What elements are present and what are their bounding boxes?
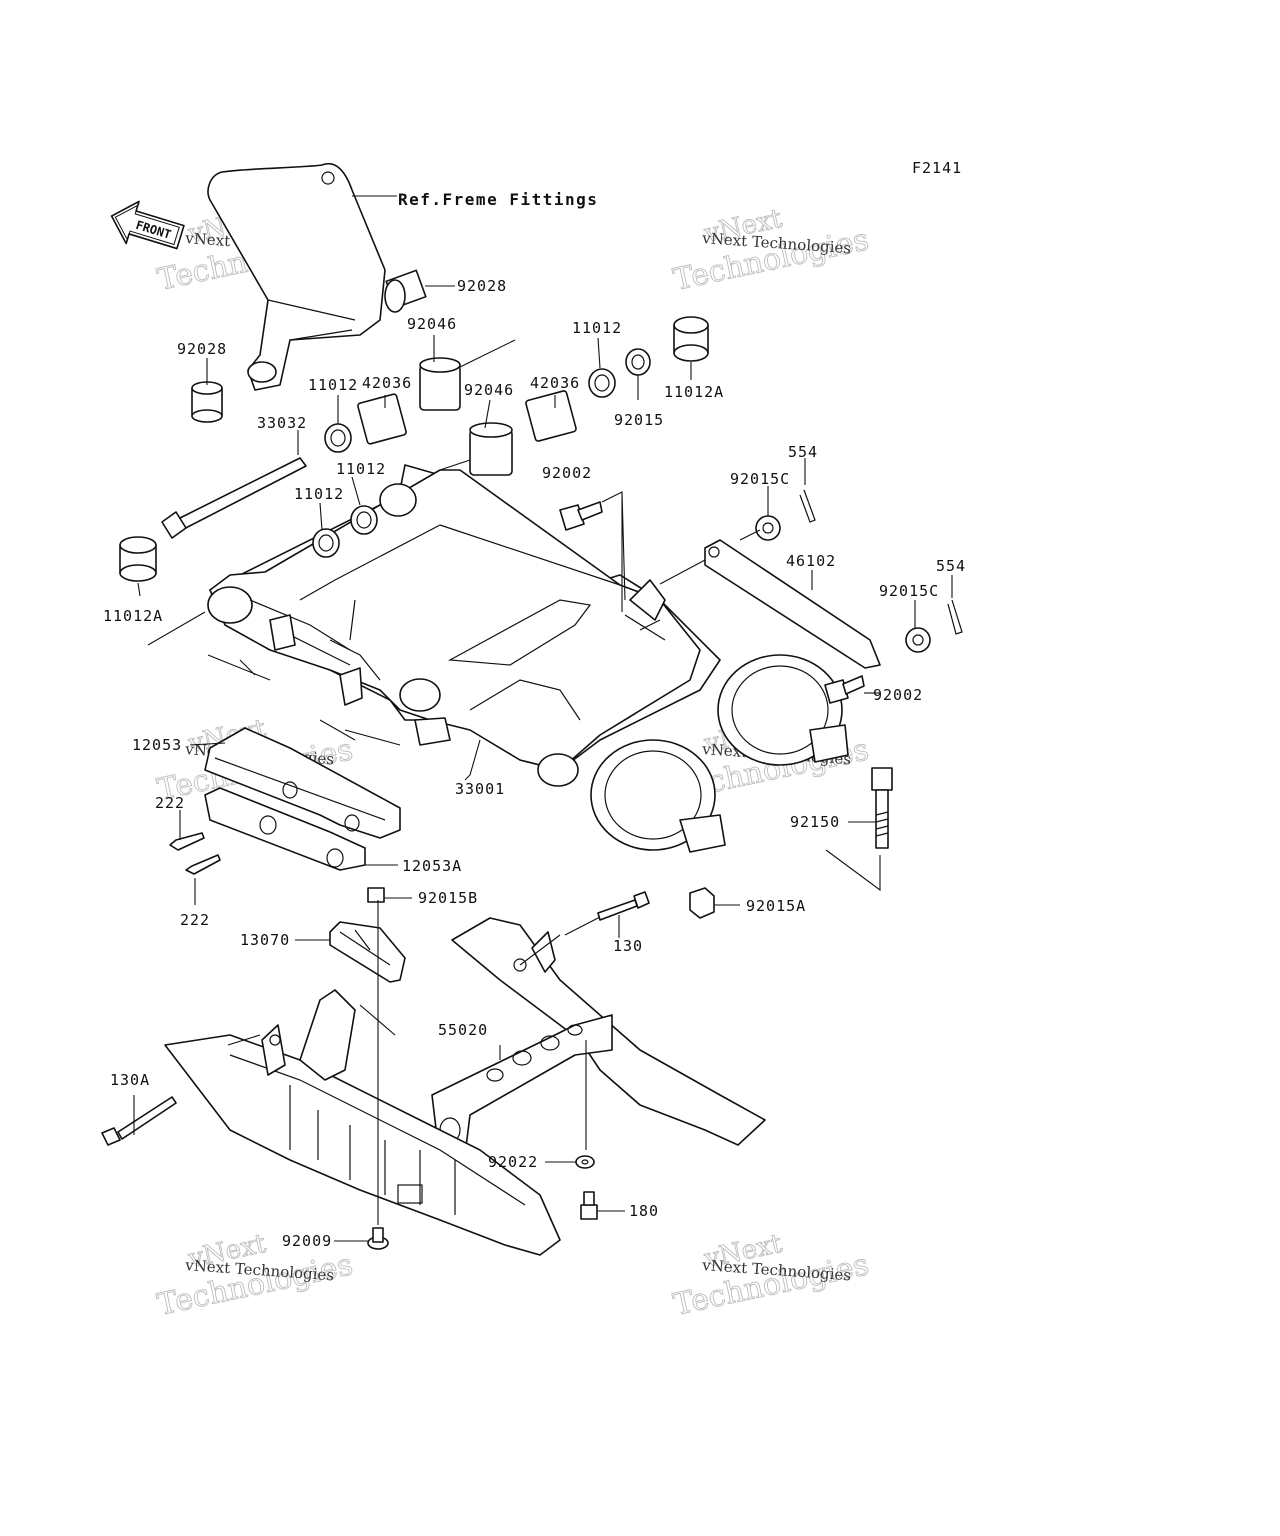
- callout-92015C: 92015C: [730, 470, 790, 488]
- screw-222-lower: [185, 854, 221, 875]
- frame-bracket: [207, 163, 397, 391]
- callout-92009: 92009: [282, 1232, 332, 1250]
- nut-92015C-lower: [905, 627, 931, 653]
- bushing-92028-right: [384, 269, 427, 313]
- seal-11012-c: [312, 528, 340, 558]
- bolt-180: [580, 1191, 598, 1220]
- screw-222-upper: [169, 832, 205, 851]
- callout-92022: 92022: [488, 1153, 538, 1171]
- callout-46102: 46102: [786, 552, 836, 570]
- cap-11012A-left: [119, 536, 157, 582]
- cap-11012A-right: [673, 316, 709, 362]
- bolt-130A: [101, 1096, 177, 1146]
- chain-slider-12053: [204, 727, 401, 839]
- ref-frame-fittings-label: Ref.Freme Fittings: [398, 190, 598, 209]
- cotter-pin-554-upper: [799, 489, 816, 523]
- callout-42036: 42036: [362, 374, 412, 392]
- needle-bearing-92046-lower: [469, 422, 513, 476]
- callout-11012: 11012: [572, 319, 622, 337]
- callout-33032: 33032: [257, 414, 307, 432]
- bolt-92150: [871, 767, 893, 849]
- callout-13070: 13070: [240, 931, 290, 949]
- callout-222: 222: [155, 794, 185, 812]
- bolt-92002-lower: [824, 675, 865, 704]
- figure-id: F2141: [912, 159, 962, 177]
- callout-92002: 92002: [542, 464, 592, 482]
- bolt-130: [597, 891, 650, 921]
- needle-bearing-92046-upper: [419, 357, 461, 411]
- cotter-pin-554-lower: [947, 599, 963, 635]
- callout-92150: 92150: [790, 813, 840, 831]
- callout-11012: 11012: [336, 460, 386, 478]
- sleeve-42036-left: [357, 393, 407, 445]
- callout-92002: 92002: [873, 686, 923, 704]
- seal-11012-b: [350, 505, 378, 535]
- axle-clamp-front: [590, 739, 726, 853]
- callout-55020: 55020: [438, 1021, 488, 1039]
- callout-222: 222: [180, 911, 210, 929]
- washer-92022: [575, 1155, 595, 1169]
- seal-11012-a: [324, 423, 352, 453]
- front-arrow-icon: FRONT: [110, 200, 185, 250]
- swingarm-33001: [207, 464, 721, 787]
- nut-92015B: [367, 887, 385, 903]
- callout-554: 554: [936, 557, 966, 575]
- leader-lines: [133, 285, 953, 1242]
- callout-130: 130: [613, 937, 643, 955]
- torque-link-46102: [704, 539, 881, 669]
- callout-92015: 92015: [614, 411, 664, 429]
- callout-42036: 42036: [530, 374, 580, 392]
- callout-92028: 92028: [177, 340, 227, 358]
- sleeve-42036-right: [525, 390, 577, 442]
- callout-33001: 33001: [455, 780, 505, 798]
- callout-554: 554: [788, 443, 818, 461]
- callout-92015B: 92015B: [418, 889, 478, 907]
- callout-11012A: 11012A: [664, 383, 724, 401]
- chain-guard-55020: [164, 917, 766, 1256]
- axle-clamp-rear: [717, 654, 849, 766]
- screw-92009: [367, 1227, 389, 1250]
- callout-180: 180: [629, 1202, 659, 1220]
- bushing-92028-left: [191, 381, 223, 423]
- collar-92015: [625, 348, 651, 376]
- pivot-shaft-33032: [161, 457, 307, 539]
- callout-92046: 92046: [407, 315, 457, 333]
- chain-slider-12053A: [204, 787, 366, 871]
- chain-guide-13070: [329, 921, 406, 983]
- callout-11012: 11012: [308, 376, 358, 394]
- callout-92015C: 92015C: [879, 582, 939, 600]
- callout-92015A: 92015A: [746, 897, 806, 915]
- callout-11012: 11012: [294, 485, 344, 503]
- bolt-92002-upper: [559, 501, 603, 531]
- callout-12053A: 12053A: [402, 857, 462, 875]
- nut-92015C-upper: [755, 515, 781, 541]
- nut-92015A: [689, 887, 715, 919]
- seal-11012-d: [588, 368, 616, 398]
- callout-12053: 12053: [132, 736, 182, 754]
- callout-130A: 130A: [110, 1071, 150, 1089]
- callout-92046: 92046: [464, 381, 514, 399]
- callout-11012A: 11012A: [103, 607, 163, 625]
- callout-92028: 92028: [457, 277, 507, 295]
